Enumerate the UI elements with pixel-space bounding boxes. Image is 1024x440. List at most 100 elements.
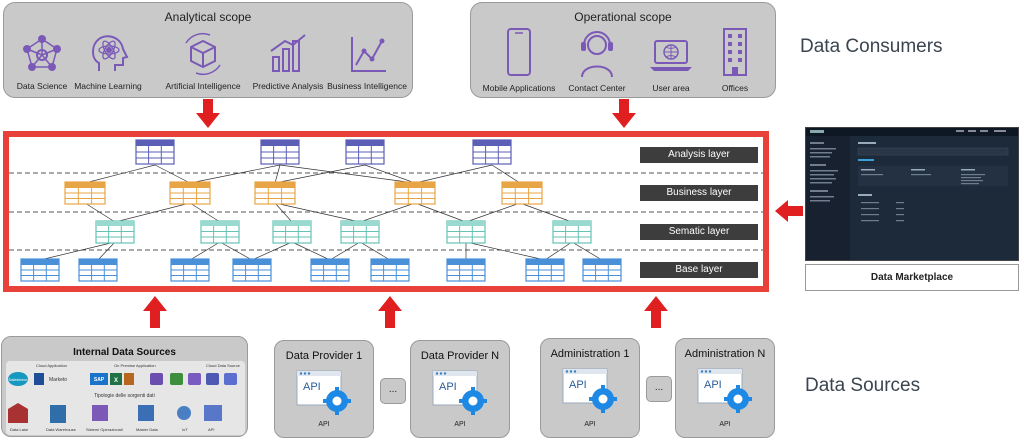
iot-icon xyxy=(177,406,191,420)
analytical-scope-box: Analytical scope Data Science Machine Le… xyxy=(3,2,413,98)
business-tables xyxy=(64,181,543,205)
semantic-tables xyxy=(95,220,592,244)
semantic-layer-label: Sematic layer xyxy=(640,224,758,240)
administration-n-api-caption: API xyxy=(719,421,731,428)
data-consumers-label: Data Consumers xyxy=(800,36,943,57)
predictive-analysis-item: Predictive Analysis xyxy=(248,31,328,91)
marketplace-screenshot xyxy=(805,127,1019,261)
excel-logo-icon xyxy=(110,373,122,385)
table-icon xyxy=(170,258,210,282)
master-data-icon xyxy=(138,405,154,421)
dynamics-logo-icon xyxy=(34,373,44,385)
business-intelligence-item: Business Intelligence xyxy=(324,31,410,91)
administrations-ellipsis: ... xyxy=(646,376,672,402)
table-icon xyxy=(254,181,296,205)
data-sources-label: Data Sources xyxy=(805,375,921,396)
smartphone-icon xyxy=(507,28,531,76)
api-text: API xyxy=(303,381,321,393)
table-icon xyxy=(370,258,410,282)
internal-sources-panel: Cloud Application On Premise Application… xyxy=(6,361,245,435)
table-icon xyxy=(95,220,135,244)
table-icon xyxy=(272,220,312,244)
violet-app-icon xyxy=(188,373,201,385)
internal-data-sources-box: Internal Data Sources Cloud Application … xyxy=(1,336,248,437)
internal-data-sources-title: Internal Data Sources xyxy=(73,347,176,358)
table-icon xyxy=(310,258,350,282)
table-icon xyxy=(446,220,486,244)
data-provider-1-title: Data Provider 1 xyxy=(285,350,363,362)
business-layer-label: Business layer xyxy=(640,185,758,201)
analysis-tables xyxy=(135,139,512,165)
providers-ellipsis: ... xyxy=(380,378,406,404)
cloud-data-source-caption: Cloud Data Source xyxy=(206,363,240,368)
arrow-up-administration-icon xyxy=(644,296,668,328)
purple-app-icon xyxy=(150,373,163,385)
salesforce-logo-icon xyxy=(8,372,28,386)
table-icon xyxy=(260,139,300,165)
office-building-icon xyxy=(723,28,747,76)
data-provider-n-box: Data Provider N API API xyxy=(410,340,510,438)
sap-logo-text: SAP xyxy=(94,377,105,383)
table-icon xyxy=(200,220,240,244)
data-provider-1-api-caption: API xyxy=(318,421,330,428)
administration-1-api-caption: API xyxy=(584,421,596,428)
type-label-data-warehouse: Data Warehouse xyxy=(46,427,76,432)
on-premise-caption: On Premise Application xyxy=(114,363,156,368)
laptop-globe-icon xyxy=(650,40,692,71)
table-icon xyxy=(64,181,106,205)
line-chart-icon xyxy=(351,37,386,72)
cloud-application-caption: Cloud Application xyxy=(36,363,67,368)
brain-head-icon xyxy=(92,35,129,71)
data-marketplace-label: Data Marketplace xyxy=(805,264,1019,291)
mobile-applications-item: Mobile Applications xyxy=(477,27,561,93)
headset-agent-icon xyxy=(581,31,613,78)
table-icon xyxy=(78,258,118,282)
administration-1-box: Administration 1 API API xyxy=(540,338,640,438)
api-gear-icon: API xyxy=(296,370,351,415)
table-icon xyxy=(340,220,380,244)
arrow-left-marketplace-icon xyxy=(775,200,803,222)
api-gear-icon: API xyxy=(697,368,752,413)
table-icon xyxy=(582,258,622,282)
api-gear-icon: API xyxy=(432,370,487,415)
artificial-intelligence-item: Artificial Intelligence xyxy=(158,31,248,91)
data-science-icon xyxy=(23,35,61,71)
base-layer-label: Base layer xyxy=(640,262,758,278)
contact-center-item: Contact Center xyxy=(563,27,631,93)
operational-scope-title: Operational scope xyxy=(574,10,672,24)
type-label-data-lake: Data Lake xyxy=(10,427,29,432)
layers-diagram xyxy=(3,139,769,282)
data-provider-n-api-caption: API xyxy=(454,421,466,428)
excel-logo-text: X xyxy=(114,378,118,384)
salesforce-logo-text: Salesforce xyxy=(9,377,29,382)
table-icon xyxy=(552,220,592,244)
arrow-up-providers-icon xyxy=(378,296,402,328)
layer-connections xyxy=(39,164,603,261)
table-icon xyxy=(345,139,385,165)
marketplace-screenshot-art xyxy=(806,128,1018,260)
source-logos-row: Salesforce Marketo SAP X xyxy=(8,372,237,386)
arrow-down-operational-icon xyxy=(612,99,636,128)
base-tables xyxy=(20,258,622,282)
data-warehouse-icon xyxy=(50,405,66,423)
table-icon xyxy=(20,258,60,282)
data-lake-icon xyxy=(8,403,28,423)
table-icon xyxy=(169,181,211,205)
administration-1-title: Administration 1 xyxy=(550,348,630,360)
arrow-down-analytical-icon xyxy=(196,99,220,128)
machine-learning-item: Machine Learning xyxy=(70,31,146,91)
indigo-app-icon xyxy=(206,373,219,385)
operational-systems-icon xyxy=(92,405,108,421)
type-label-api: API xyxy=(208,427,215,432)
table-icon xyxy=(501,181,543,205)
table-icon xyxy=(394,181,436,205)
table-icon xyxy=(446,258,486,282)
sap-logo-icon xyxy=(90,373,108,385)
table-icon xyxy=(232,258,272,282)
analytical-scope-title: Analytical scope xyxy=(164,10,252,24)
table-icon xyxy=(525,258,565,282)
type-label-operational-systems: Sistemi Operazionali xyxy=(86,427,123,432)
data-provider-n-title: Data Provider N xyxy=(420,350,500,362)
arrow-up-internal-icon xyxy=(143,296,167,328)
data-provider-1-box: Data Provider 1 API API xyxy=(274,340,374,438)
